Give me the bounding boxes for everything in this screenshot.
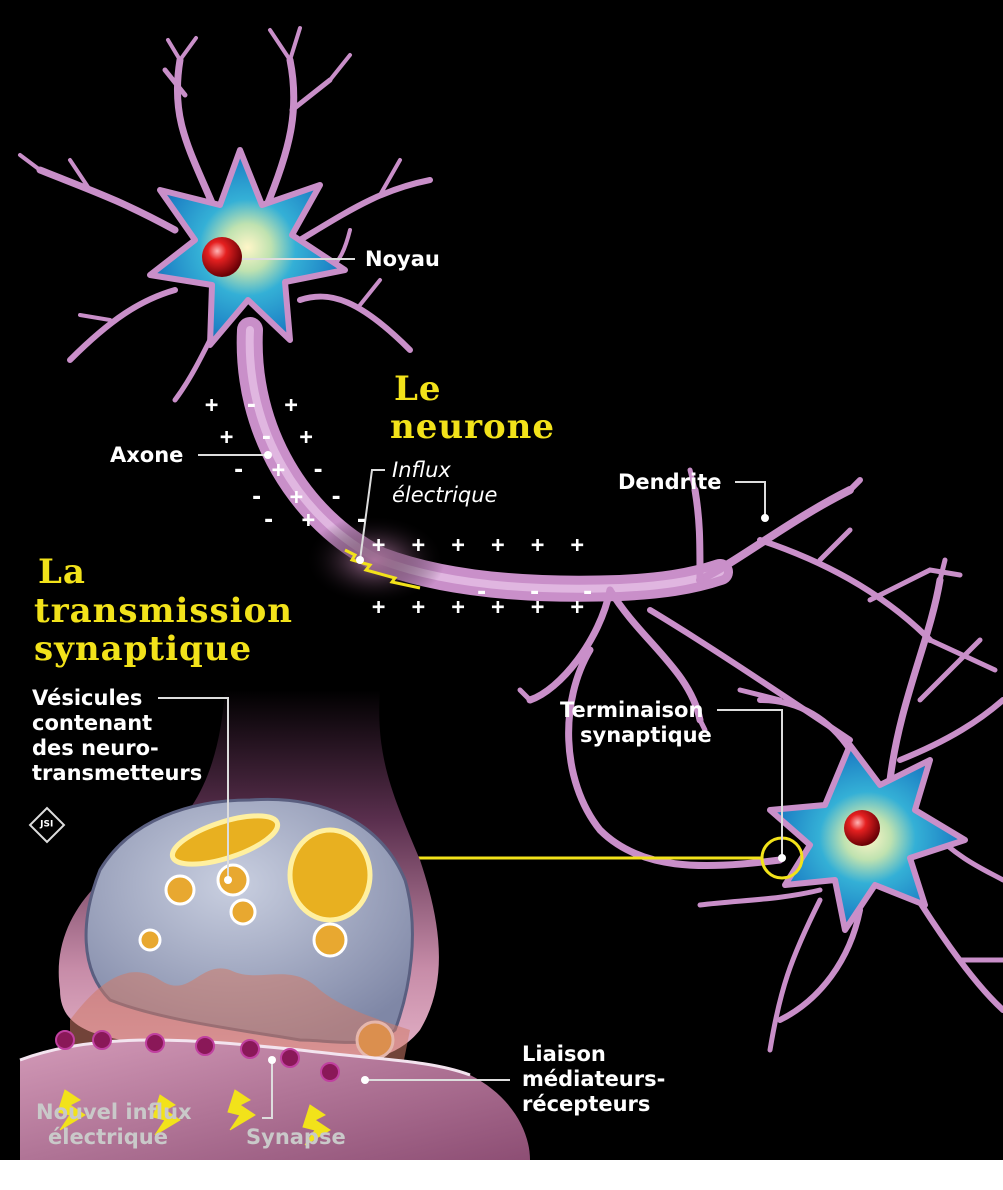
label-liaison-3: récepteurs — [522, 1092, 650, 1117]
nucleus-top — [202, 237, 242, 277]
label-influx-2: électrique — [392, 483, 497, 508]
label-dendrite: Dendrite — [618, 470, 722, 495]
label-axone: Axone — [110, 443, 183, 468]
label-liaison-1: Liaison — [522, 1042, 606, 1067]
label-vesicules-3: des neuro- — [32, 736, 159, 761]
charge-signs: + - + — [220, 425, 313, 450]
label-liaison-2: médiateurs- — [522, 1067, 665, 1092]
title-neuron-line1: Le — [394, 370, 442, 408]
label-nouvel-influx-1: Nouvel influx — [36, 1100, 192, 1125]
charge-signs: + - + — [205, 393, 298, 418]
charge-signs: - + - — [232, 458, 325, 483]
label-vesicules-2: contenant — [32, 711, 152, 736]
charge-signs: + + + + + + — [372, 533, 584, 558]
charge-signs: + + + + + + — [372, 595, 584, 620]
title-synaptic-line1: La — [38, 553, 86, 591]
charge-signs: - + - — [262, 508, 368, 533]
label-terminaison-1: Terminaison — [560, 698, 703, 723]
label-vesicules-4: transmetteurs — [32, 761, 202, 786]
title-synaptic-line3: synaptique — [34, 630, 252, 668]
label-synapse: Synapse — [246, 1125, 346, 1150]
charge-signs: - + - — [250, 485, 343, 510]
label-vesicules-1: Vésicules — [32, 686, 142, 711]
nucleus-right — [844, 810, 880, 846]
label-influx-1: Influx — [392, 458, 451, 483]
label-noyau: Noyau — [365, 247, 440, 272]
label-nouvel-influx-2: électrique — [48, 1125, 168, 1150]
label-terminaison-2: synaptique — [580, 723, 712, 748]
title-synaptic-line2: transmission — [34, 592, 293, 630]
title-neuron-line2: neurone — [390, 408, 555, 446]
